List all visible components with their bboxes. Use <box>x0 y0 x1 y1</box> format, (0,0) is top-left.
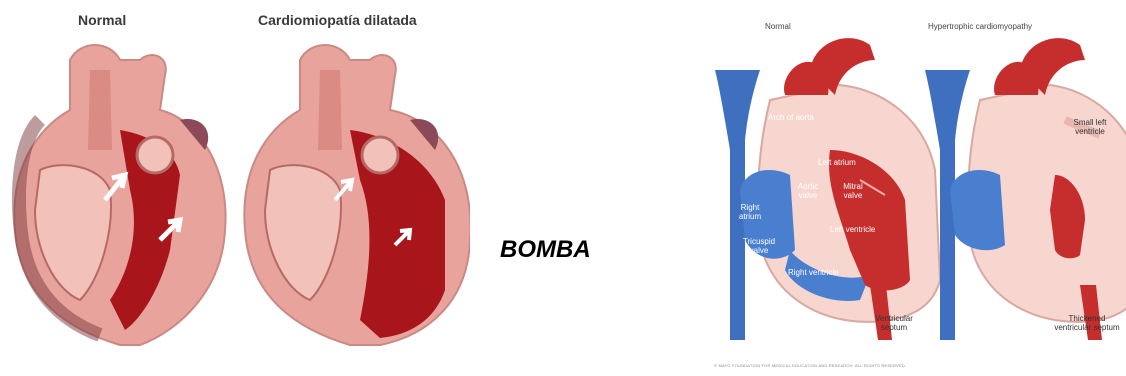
label-tricuspid-valve: Tricuspid valve <box>737 237 781 255</box>
hypertrophic-anatomy-heart <box>925 38 1126 340</box>
label-thickened-septum: Thickened ventricular septum <box>1052 314 1122 332</box>
right-comparison-figure: Normal Hypertrophic cardiomyopathy Arch … <box>700 0 1126 376</box>
center-label: BOMBA <box>500 236 591 264</box>
label-arch-of-aorta: Arch of aorta <box>768 113 814 122</box>
heart-illustrations <box>0 0 470 376</box>
label-small-left-ventricle: Small left ventricle <box>1068 118 1112 136</box>
label-aortic-valve: Aortic valve <box>788 182 828 200</box>
label-left-ventricle: Left ventricle <box>830 225 875 234</box>
left-comparison-figure: Normal Cardiomiopatía dilatada <box>0 0 470 376</box>
copyright-footer: © MAYO FOUNDATION FOR MEDICAL EDUCATION … <box>714 363 906 368</box>
normal-heart-illustration <box>14 45 225 345</box>
label-left-atrium: Left atrium <box>818 158 856 167</box>
normal-anatomy-title: Normal <box>765 22 791 31</box>
label-mitral-valve: Mitral valve <box>835 182 871 200</box>
hypertrophic-anatomy-title: Hypertrophic cardiomyopathy <box>928 22 1032 31</box>
label-right-atrium: Right atrium <box>730 203 770 221</box>
dilated-heart-illustration <box>244 45 470 345</box>
label-right-ventricle: Right ventricle <box>788 268 839 277</box>
label-ventricular-septum: Ventricular septum <box>872 314 916 332</box>
